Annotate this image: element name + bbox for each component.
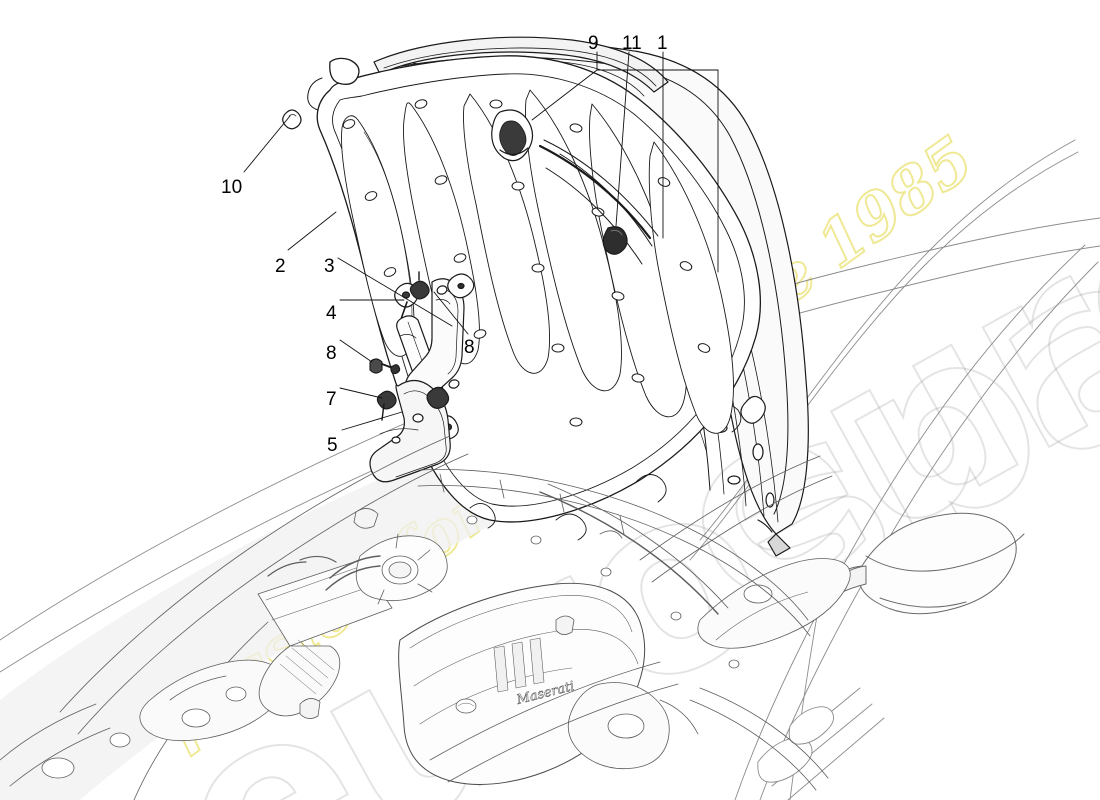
callout-number-8: 8	[464, 337, 475, 358]
bolt-8-right	[409, 271, 430, 300]
hood-hinge-3	[404, 273, 475, 402]
bolt-8-left	[369, 358, 401, 375]
callout-number-5: 5	[327, 435, 338, 456]
side-mirror	[833, 512, 1025, 615]
callout-number-3: 3	[324, 256, 335, 277]
callout-number-8: 8	[326, 343, 337, 364]
callout-number-2: 2	[275, 256, 286, 277]
callout-number-9: 9	[588, 33, 599, 54]
callout-number-1: 1	[657, 33, 668, 54]
callout-number-10: 10	[221, 177, 243, 198]
bolt-7	[376, 390, 397, 421]
callout-number-7: 7	[326, 389, 337, 410]
retaining-clip-10	[282, 109, 302, 130]
hood-seal-strip	[491, 109, 659, 265]
bump-stop-11	[602, 226, 628, 255]
callout-number-11: 11	[622, 33, 642, 54]
callout-number-4: 4	[326, 303, 337, 324]
engine-bay-detail: Maserati	[0, 435, 851, 800]
leader-lines	[243, 51, 719, 431]
hinge-mount-bracket-5	[369, 379, 451, 483]
